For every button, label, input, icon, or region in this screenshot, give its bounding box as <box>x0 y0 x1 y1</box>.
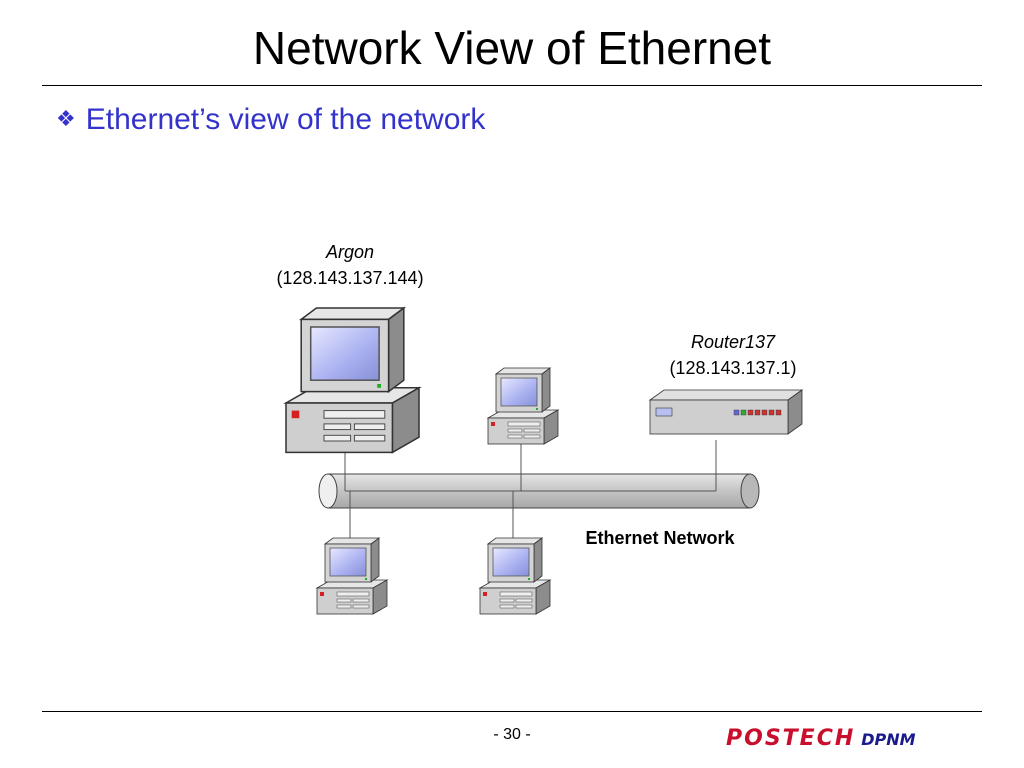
desktop-computer-icon <box>487 367 559 445</box>
diamond-bullet-icon: ❖ <box>56 107 76 132</box>
argon-address-label: (128.143.137.144) <box>276 268 424 288</box>
bullet-item: ❖ Ethernet’s view of the network <box>56 100 485 143</box>
title-divider <box>42 85 982 86</box>
router-icon <box>649 389 803 435</box>
postech-logo: POSTECH DPNM <box>726 726 916 751</box>
desktop-computer-icon <box>479 537 551 615</box>
argon-computer-icon <box>285 307 420 454</box>
footer-divider <box>42 711 982 712</box>
logo-brand-text: POSTECH <box>726 726 856 751</box>
cable-taps <box>344 438 717 540</box>
bullet-text: Ethernet’s view of the network <box>85 103 486 136</box>
ethernet-network-label: Ethernet Network <box>585 528 735 548</box>
argon-name-label: Argon <box>325 242 375 262</box>
page-number: - 30 - <box>493 726 531 743</box>
router-address-label: (128.143.137.1) <box>669 358 797 378</box>
logo-sub-text: DPNM <box>861 730 916 749</box>
router-name-label: Router137 <box>690 332 776 352</box>
desktop-computer-icon <box>316 537 388 615</box>
slide-title: Network View of Ethernet <box>252 22 772 74</box>
